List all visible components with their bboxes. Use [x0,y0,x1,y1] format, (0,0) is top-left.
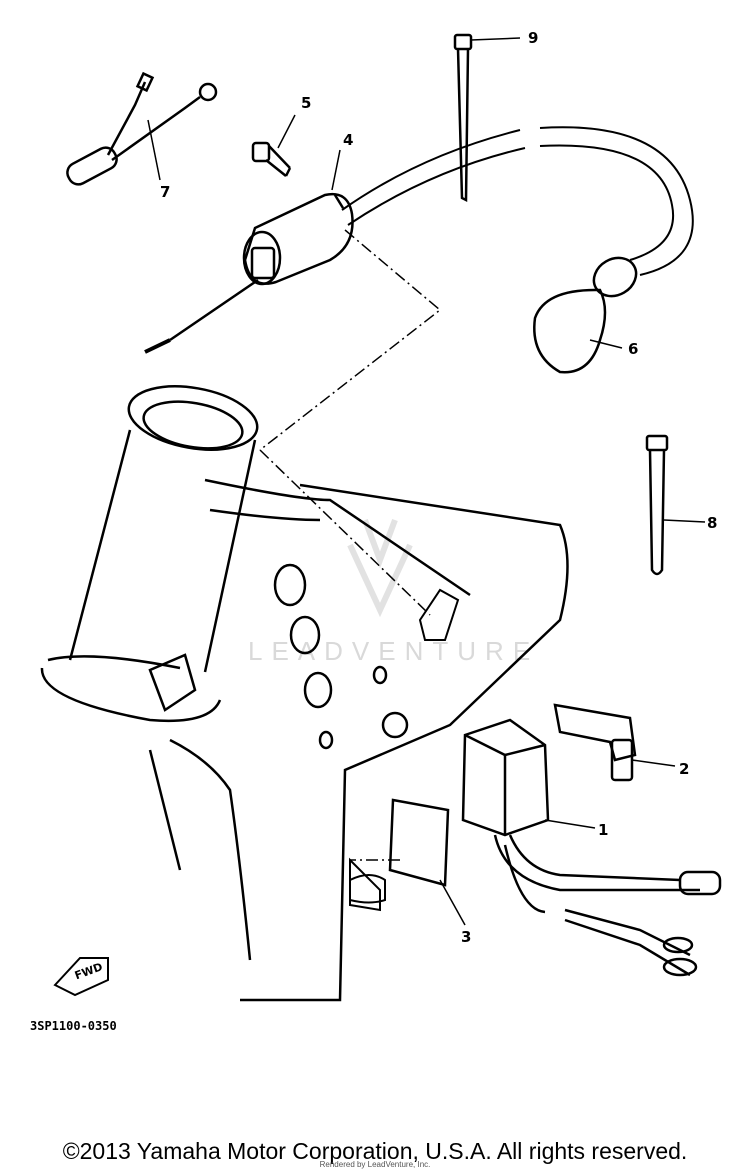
part-3-pad [388,798,466,926]
part-7-wire-lead [66,71,218,186]
label-3: 3 [461,928,471,946]
part-6-plug-cap [533,256,638,374]
label-5: 5 [301,94,311,112]
label-4: 4 [343,131,353,149]
part-8-band [645,434,706,576]
part-5-bolt [251,114,296,177]
copyright-notice: ©2013 Yamaha Motor Corporation, U.S.A. A… [62,1138,688,1164]
label-2: 2 [679,760,689,778]
part-1-cdi-unit [461,718,722,977]
label-1: 1 [598,821,608,839]
part-9-cable-tie [453,33,521,203]
label-8: 8 [707,514,717,532]
frame-clip [349,874,386,904]
label-7: 7 [160,183,170,201]
label-9: 9 [528,29,538,47]
watermark-text: LEADVENTURE [248,636,539,666]
frame [40,385,569,1002]
watermark: LEADVENTURE [248,518,539,666]
overprint-text: Rendered by LeadVenture, Inc. [319,1160,431,1169]
part-4-ignition-coil [144,126,694,354]
label-6: 6 [628,340,638,358]
part-labels: 1 2 3 4 5 6 7 8 9 [160,29,717,946]
fwd-arrow: FWD [53,957,109,997]
drawing-code: 3SP1100-0350 [30,1019,117,1033]
part-2-bracket [553,703,676,782]
